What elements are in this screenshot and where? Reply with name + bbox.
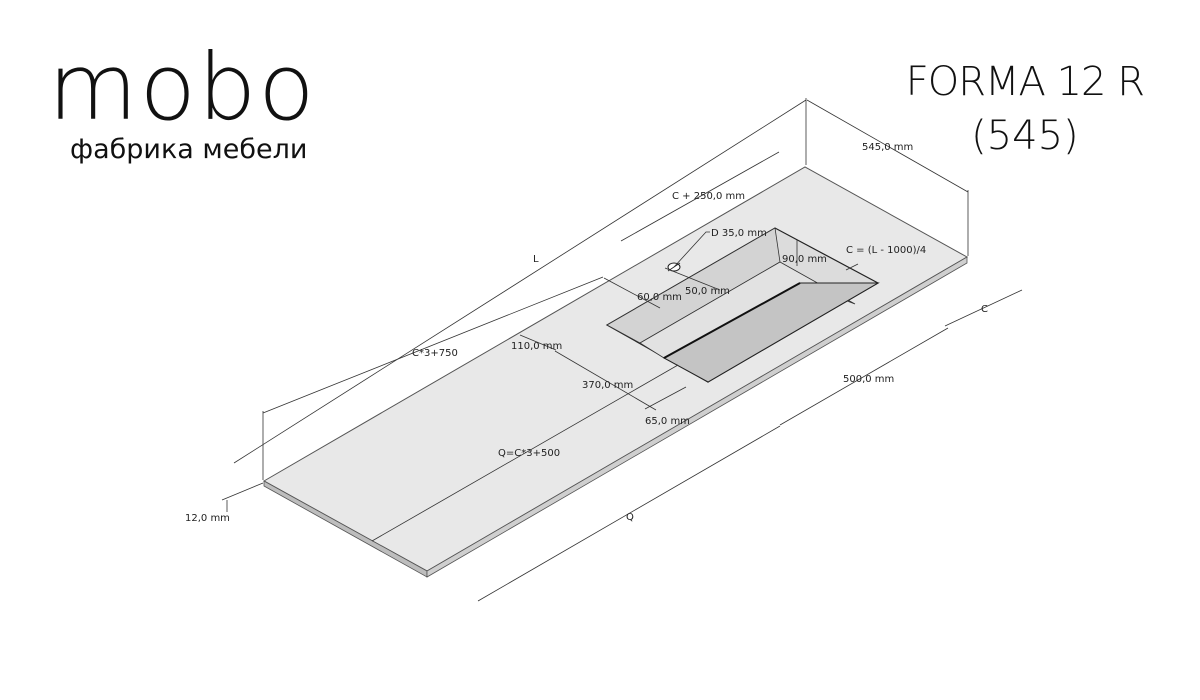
label-c250: C + 250,0 mm <box>672 191 745 202</box>
label-110: 110,0 mm <box>511 341 562 352</box>
dim-line-q <box>477 425 781 602</box>
product-model: FORMA 12 R <box>905 59 1145 105</box>
brand-tagline: фабрика мебели <box>70 134 308 165</box>
label-drain-diameter: D 35,0 mm <box>711 228 767 239</box>
dim-line-c3-750 <box>262 276 604 414</box>
dim-line-depth <box>806 99 969 193</box>
mobo-logo: mobo <box>48 34 317 141</box>
label-c: C <box>981 304 988 315</box>
dim-line-370 <box>554 350 657 411</box>
label-c-formula: C = (L - 1000)/4 <box>846 245 926 256</box>
basin <box>605 227 880 383</box>
dim-line-length <box>233 99 807 464</box>
brand-block: mobo фабрика мебели <box>48 34 317 166</box>
dimension-labels: L 545,0 mm C + 250,0 mm D 35,0 mm C = (L… <box>185 142 988 524</box>
dimension-lines <box>221 98 1023 602</box>
dim-line-65 <box>644 386 687 410</box>
drain-slot <box>663 282 801 359</box>
label-c3-750: C*3+750 <box>412 348 458 359</box>
product-size: (545) <box>971 113 1079 159</box>
label-500: 500,0 mm <box>843 374 894 385</box>
dim-line-c <box>944 289 1023 327</box>
slab-top-surface <box>262 166 969 572</box>
label-q-formula: Q=C*3+500 <box>498 448 560 459</box>
slab-right-edge <box>426 256 968 578</box>
ext-line-thickness <box>221 482 264 501</box>
leader-d35 <box>673 231 710 268</box>
label-basin-depth: 90,0 mm <box>782 254 827 265</box>
label-depth: 545,0 mm <box>862 142 913 153</box>
dim-line-110 <box>519 334 557 351</box>
product-title: FORMA 12 R (545) <box>905 58 1145 162</box>
label-drain-offset-x: 60,0 mm <box>637 292 682 303</box>
dim-line-q-formula <box>371 364 679 542</box>
label-370: 370,0 mm <box>582 380 633 391</box>
dim-line-500 <box>779 327 949 426</box>
label-65: 65,0 mm <box>645 416 690 427</box>
leader-c-formula <box>845 263 859 271</box>
label-thickness: 12,0 mm <box>185 513 230 524</box>
label-length: L <box>533 254 539 265</box>
countertop-slab <box>262 166 969 578</box>
dim-line-60 <box>603 277 661 309</box>
label-q: Q <box>626 512 634 523</box>
label-drain-offset-y: 50,0 mm <box>685 286 730 297</box>
dim-line-c250 <box>620 151 780 242</box>
dim-line-50 <box>664 267 721 291</box>
